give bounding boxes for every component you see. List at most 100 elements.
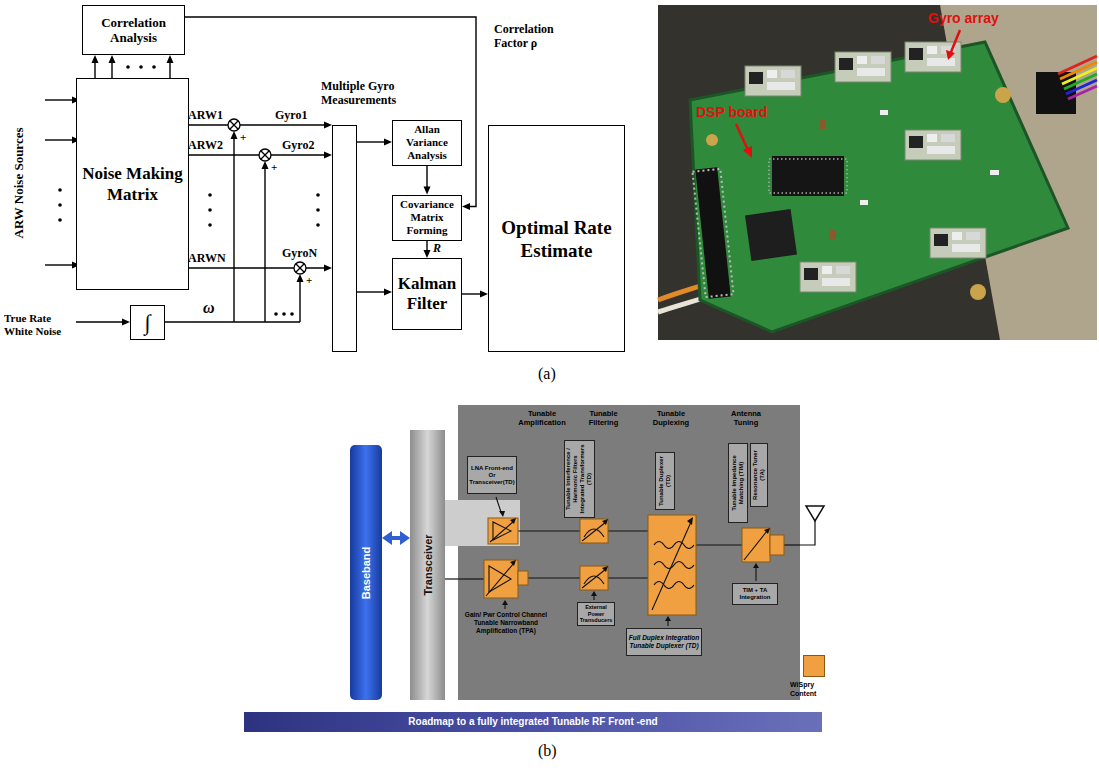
- drawing-rect: [927, 46, 937, 54]
- drawing-rect: [857, 68, 885, 76]
- legend-text: WiSpry Content: [790, 681, 842, 698]
- drawing-rect: [772, 156, 844, 196]
- drawing-polygon: [122, 319, 130, 326]
- drawing-polygon: [510, 518, 516, 524]
- drawing-circle: [259, 149, 271, 161]
- drawing-polygon: [602, 519, 608, 525]
- drawing-rect: [952, 244, 980, 252]
- signal-name: GyroN: [282, 246, 317, 260]
- panel-label: (b): [538, 742, 557, 760]
- node-text: LNA Front-end Or Transceiver(TD): [468, 465, 515, 486]
- drawing-circle: [274, 312, 278, 316]
- connector-arrow: [92, 55, 99, 78]
- drawing-circle: [152, 65, 156, 69]
- drawing-polygon: [262, 161, 269, 169]
- connector-arrow: [424, 166, 431, 195]
- drawing-line: [45, 99, 73, 100]
- drawing-line: [667, 621, 668, 626]
- drawing-line: [445, 578, 458, 579]
- baseband-bar: Baseband: [350, 445, 382, 700]
- drawing-circle: [282, 312, 286, 316]
- connector-line: [426, 166, 427, 188]
- node-text: Tunable Impedance Matching (TIM): [731, 445, 745, 521]
- drawing-rect: [695, 167, 730, 299]
- node-text: Tunable Interference / Harmonic Filters …: [565, 442, 593, 516]
- drawing-rect: [871, 56, 885, 64]
- arrow-head: [324, 152, 332, 159]
- drawing-path: [584, 529, 604, 537]
- drawing-polyline: [800, 521, 815, 545]
- drawing-rect: [749, 72, 763, 84]
- drawing-g: [58, 65, 320, 325]
- drawing-circle: [995, 87, 1011, 103]
- drawing-circle: [58, 188, 62, 192]
- drawing-path: [261, 151, 269, 159]
- drawing-rect: [909, 48, 923, 60]
- drawing-path: [654, 542, 694, 549]
- drawing-rect: [822, 278, 850, 286]
- drawing-path: [654, 582, 694, 589]
- legend-swatch: [803, 655, 825, 677]
- connector-line: [357, 141, 385, 142]
- connector-arrow: [167, 55, 174, 78]
- drawing-line: [755, 568, 756, 581]
- drawing-g: [905, 130, 961, 160]
- connector-line: [185, 17, 476, 207]
- drawing-circle: [290, 312, 294, 316]
- drawing-circle: [126, 65, 130, 69]
- arrow-head: [382, 531, 392, 545]
- connector-line: [391, 536, 401, 540]
- drawing-rect: [767, 82, 795, 90]
- arrow-head: [424, 250, 431, 258]
- node-text: Covariance Matrix Forming: [393, 198, 461, 237]
- arrow-head: [109, 55, 116, 63]
- node-text: Tunable Filtering: [576, 409, 631, 427]
- signal-name: ARW2: [188, 138, 223, 152]
- drawing-rect: [830, 230, 836, 239]
- callout-label: DSP board: [696, 104, 767, 120]
- drawing-rect: [692, 169, 733, 297]
- drawing-polygon: [743, 146, 752, 158]
- drawing-rect: [767, 70, 777, 78]
- drawing-circle: [316, 193, 320, 197]
- drawing-polygon: [502, 600, 508, 605]
- arrow-head: [384, 289, 392, 296]
- arrow-head: [324, 122, 332, 129]
- drawing-rect: [927, 146, 955, 154]
- measurement-bus-box: Multiple Gyro Measurements: [332, 125, 357, 352]
- drawing-line: [486, 563, 514, 596]
- drawing-rect: [745, 209, 797, 261]
- drawing-line: [518, 530, 580, 531]
- drawing-g: [930, 228, 986, 258]
- node-text: Optimal Rate Estimate: [489, 216, 624, 262]
- connector-line: [462, 293, 481, 294]
- sum-sign: +: [271, 161, 277, 173]
- connector-arrow: [189, 122, 332, 129]
- connector-line: [94, 62, 95, 78]
- connector-arrow: [462, 291, 488, 298]
- signal-name: ARW1: [188, 108, 223, 122]
- roadmap-bar: Roadmap to a fully integrated Tunable RF…: [244, 712, 822, 732]
- drawing-polygon: [690, 42, 1068, 332]
- connector-line: [426, 241, 427, 252]
- drawing-line: [45, 264, 73, 265]
- node-text: Tunable Duplexer (TD): [658, 454, 672, 508]
- drawing-line: [233, 139, 234, 322]
- drawing-rect: [488, 518, 518, 544]
- signal-name: Gyro1: [275, 108, 307, 122]
- drawing-rect: [820, 120, 826, 129]
- arrow-head: [92, 55, 99, 63]
- note-box: External Power Transducers: [577, 602, 615, 626]
- note-box: TIM + TA Integration: [732, 583, 778, 605]
- drawing-line: [951, 30, 960, 52]
- drawing-rect: [484, 560, 518, 598]
- process-box: Kalman Filter: [392, 258, 462, 330]
- drawing-rect: [966, 232, 980, 240]
- arrow-head: [324, 265, 332, 272]
- drawing-rect: [800, 262, 856, 292]
- drawing-polygon: [297, 274, 304, 282]
- node-text: Tunable Amplification: [511, 409, 573, 427]
- drawing-line: [582, 569, 606, 588]
- drawing-rect: [909, 136, 923, 148]
